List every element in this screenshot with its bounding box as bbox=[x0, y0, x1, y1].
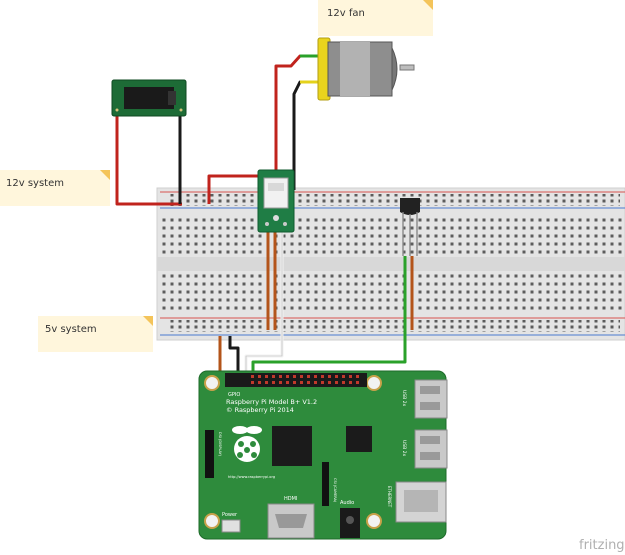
ethernet-label: ETHERNET bbox=[387, 486, 392, 508]
soc-chip bbox=[272, 426, 312, 466]
relay-module-icon bbox=[257, 169, 295, 233]
wires bbox=[115, 54, 414, 380]
hdmi-label: HDMI bbox=[284, 496, 297, 502]
wire-red-fan bbox=[274, 54, 320, 174]
raspberry-pi-board: GPIO Raspberry Pi Model B+ V1.2 © Raspbe… bbox=[198, 370, 448, 540]
barrel-jack-icon bbox=[111, 79, 187, 117]
power-port bbox=[221, 519, 241, 533]
transistor-icon bbox=[400, 198, 420, 256]
csi-label: CSI (CAMERA) bbox=[333, 478, 337, 503]
usb1-label: USB 2x bbox=[401, 390, 407, 407]
usb-port-1 bbox=[414, 379, 448, 419]
power-label: Power bbox=[222, 512, 238, 518]
dsi-label: DSI (DISPLAY) bbox=[218, 432, 222, 457]
wire-red-jack bbox=[115, 105, 182, 206]
note-12v-fan-text: 12v fan bbox=[327, 8, 365, 19]
pi-model-line2: © Raspberry Pi 2014 bbox=[226, 406, 294, 414]
usb-port-2 bbox=[414, 429, 448, 469]
usb2-label: USB 2x bbox=[401, 440, 407, 457]
wire-black-5v bbox=[228, 336, 240, 380]
raspberry-logo-icon bbox=[232, 426, 262, 462]
note-5v-system-text: 5v system bbox=[45, 324, 97, 335]
note-5v-system: 5v system bbox=[38, 316, 153, 352]
dc-motor-icon bbox=[317, 37, 415, 101]
wire-black-fan bbox=[292, 80, 320, 190]
pi-model-line1: Raspberry Pi Model B+ V1.2 bbox=[226, 398, 317, 406]
csi-connector bbox=[322, 462, 329, 506]
breadboard bbox=[156, 187, 625, 341]
audio-label: Audio bbox=[340, 500, 354, 506]
note-12v-system: 12v system bbox=[0, 170, 110, 206]
note-12v-system-text: 12v system bbox=[6, 178, 64, 189]
pi-url: http://www.raspberrypi.org bbox=[228, 475, 275, 479]
gpio-label: GPIO bbox=[228, 392, 240, 398]
note-12v-fan: 12v fan bbox=[318, 0, 433, 36]
fritzing-watermark: fritzing bbox=[579, 538, 625, 553]
dsi-connector bbox=[205, 430, 214, 478]
usb-controller-chip bbox=[346, 426, 372, 452]
